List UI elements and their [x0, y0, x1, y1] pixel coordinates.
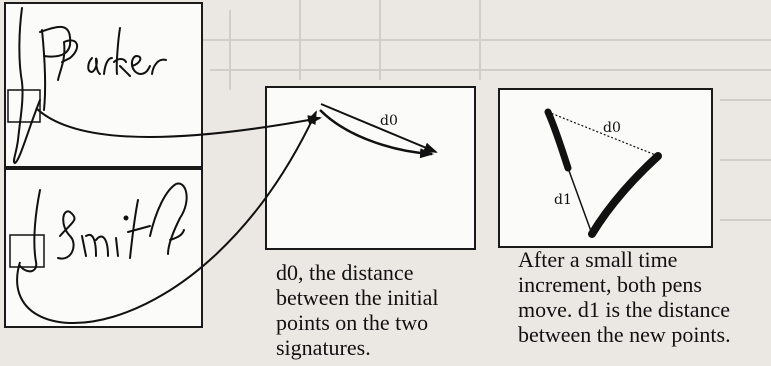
signature-panel-parker: [4, 2, 203, 168]
distance-d0-panel: [265, 86, 476, 250]
signature-parker-strokes: [12, 7, 72, 165]
signature-smith-strokes: [19, 182, 188, 273]
d0-line: [320, 103, 438, 153]
d1-pen-b-stroke: [588, 152, 662, 238]
caption-d0-line: between the initial: [276, 285, 439, 310]
caption-d1: After a small time increment, both pens …: [518, 247, 731, 347]
caption-d0: d0, the distance between the initial poi…: [276, 260, 439, 360]
signature-parker-word: [57, 27, 167, 81]
caption-d0-line: d0, the distance: [276, 260, 414, 285]
smith-to-d0-curve: [16, 110, 317, 324]
parker-start-box: [7, 89, 41, 123]
caption-d1-line: increment, both pens: [518, 272, 702, 297]
caption-d0-line: signatures.: [276, 335, 371, 360]
caption-d1-line: move. d1 is the distance: [518, 297, 731, 322]
distance-d1-panel: [498, 88, 713, 248]
caption-d0-line: points on the two: [276, 310, 429, 335]
d1-pen-a-stroke: [544, 108, 572, 172]
d0-arrow-curve: [319, 109, 434, 159]
caption-d1-line: After a small time: [518, 247, 678, 272]
d1-distance-line: [567, 167, 593, 235]
caption-d1-line: between the new points.: [518, 322, 731, 347]
parker-to-d0-curve: [35, 107, 322, 138]
signature-panel-smith: [4, 168, 203, 328]
smith-start-box: [9, 234, 45, 268]
